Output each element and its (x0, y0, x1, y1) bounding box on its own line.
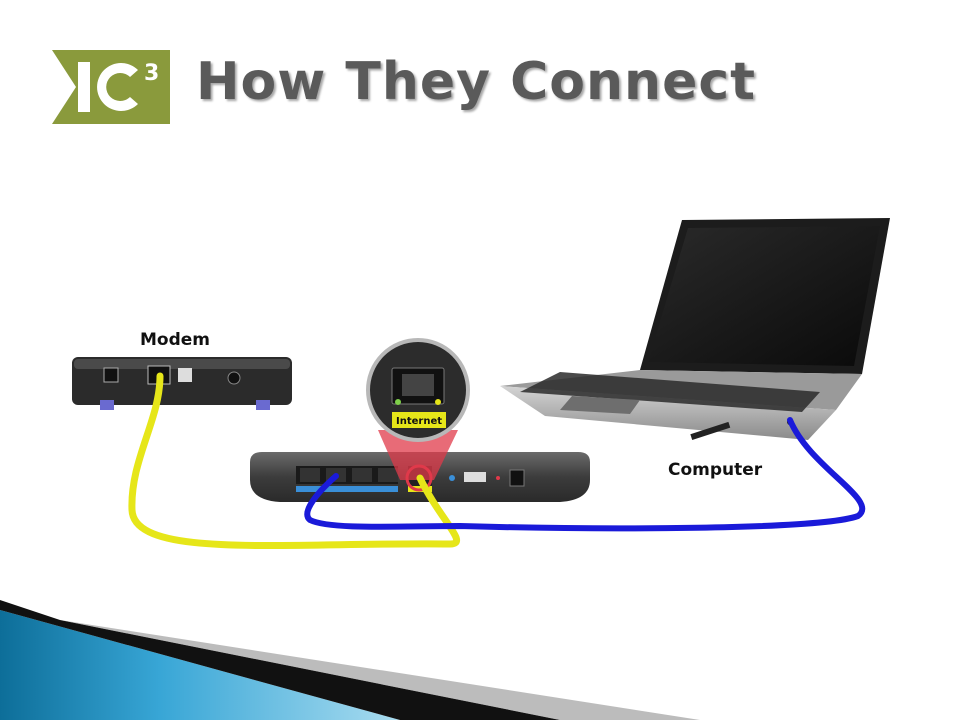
internet-port-label: Internet (396, 416, 442, 427)
internet-port-callout: Internet (366, 338, 470, 492)
ic3-logo: 3 (52, 50, 170, 124)
slide-title: How They Connect (196, 52, 757, 112)
laptop-computer (500, 218, 890, 440)
modem-label: Modem (140, 330, 211, 350)
computer-label: Computer (668, 460, 763, 480)
blue-cable (304, 417, 866, 532)
svg-text:3: 3 (144, 61, 159, 86)
footer-swoosh (0, 600, 700, 720)
modem-device (72, 357, 292, 410)
yellow-cable (128, 372, 460, 550)
